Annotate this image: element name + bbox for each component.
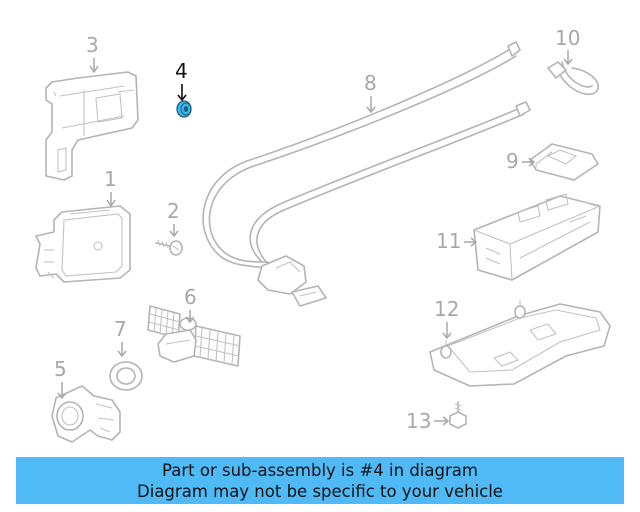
part-11-module[interactable]: [473, 193, 601, 281]
part-2-screw[interactable]: [155, 239, 183, 256]
part-10-cable-tie[interactable]: [547, 61, 599, 96]
banner-line-disclaimer: Diagram may not be specific to your vehi…: [137, 482, 503, 501]
callout-13: 13: [406, 409, 431, 433]
leader-10: [563, 50, 573, 66]
leader-2: [169, 224, 179, 238]
leader-4: [177, 84, 187, 102]
callout-6: 6: [184, 285, 197, 309]
leader-1: [106, 192, 116, 208]
part-7-ring[interactable]: [109, 361, 143, 391]
callout-12: 12: [434, 297, 459, 321]
callout-5: 5: [54, 357, 67, 381]
part-1-control-module[interactable]: [35, 205, 131, 283]
part-6-sensor[interactable]: [147, 305, 241, 367]
callout-7: 7: [114, 317, 127, 341]
leader-3: [89, 58, 99, 74]
leader-5: [57, 382, 67, 400]
callout-8: 8: [364, 71, 377, 95]
callout-4: 4: [175, 59, 188, 83]
part-5-sensor-housing[interactable]: [51, 385, 121, 443]
leader-12: [442, 322, 452, 340]
info-banner: Part or sub-assembly is #4 in diagram Di…: [16, 457, 624, 504]
callout-3: 3: [86, 33, 99, 57]
leader-8: [366, 96, 376, 114]
leader-7: [117, 342, 127, 358]
part-4-grommet[interactable]: [176, 100, 192, 118]
leader-6: [185, 310, 195, 324]
part-13-bolt[interactable]: [449, 401, 467, 429]
callout-2: 2: [167, 199, 180, 223]
leader-9: [522, 157, 536, 167]
callout-9: 9: [506, 149, 519, 173]
part-8-wire-harness[interactable]: [202, 41, 531, 307]
part-12-bracket-assembly[interactable]: [429, 300, 611, 387]
callout-10: 10: [555, 26, 580, 50]
leader-13: [434, 416, 450, 426]
callout-11: 11: [436, 229, 461, 253]
callout-1: 1: [104, 167, 117, 191]
banner-line-part: Part or sub-assembly is #4 in diagram: [162, 461, 478, 480]
part-3-bracket[interactable]: [45, 71, 139, 181]
leader-11: [464, 237, 478, 247]
part-9-clip[interactable]: [529, 143, 599, 181]
